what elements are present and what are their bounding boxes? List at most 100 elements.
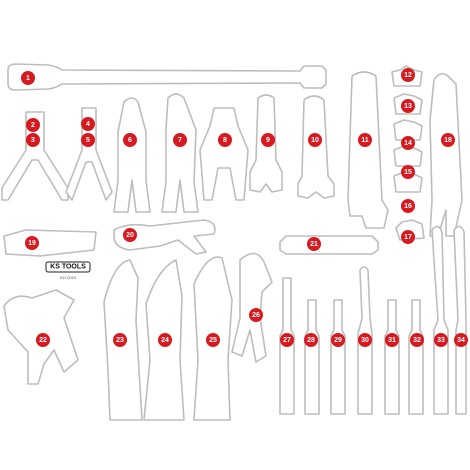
marker-dot <box>401 165 415 179</box>
position-marker-19: 19 <box>25 236 39 250</box>
cutout-1 <box>7 63 327 91</box>
marker-number: 9 <box>266 137 270 144</box>
marker-number: 12 <box>404 72 412 79</box>
position-marker-18: 18 <box>441 133 455 147</box>
marker-number: 22 <box>39 337 47 344</box>
marker-dot <box>123 133 137 147</box>
marker-number: 31 <box>388 337 396 344</box>
position-marker-34: 34 <box>454 333 468 347</box>
marker-number: 25 <box>209 337 217 344</box>
cutout-19 <box>3 229 97 257</box>
cutout-2-3 <box>1 111 69 201</box>
cutout-18 <box>429 72 463 237</box>
position-marker-7: 7 <box>173 133 187 147</box>
position-marker-21: 21 <box>307 237 321 251</box>
marker-number: 5 <box>86 137 90 144</box>
article-number: 911.0024 <box>60 275 77 280</box>
cutout-7 <box>161 93 199 213</box>
cutout-29 <box>330 299 346 415</box>
marker-dot <box>401 199 415 213</box>
position-marker-5: 5 <box>81 133 95 147</box>
cutout-11 <box>347 71 389 229</box>
cutout-28 <box>304 299 320 415</box>
cutout-34 <box>453 225 467 415</box>
position-marker-6: 6 <box>123 133 137 147</box>
marker-dot <box>401 136 415 150</box>
position-marker-15: 15 <box>401 165 415 179</box>
marker-dot <box>26 133 40 147</box>
marker-dot <box>25 236 39 250</box>
position-marker-16: 16 <box>401 199 415 213</box>
marker-dot <box>434 333 448 347</box>
marker-number: 1 <box>26 75 30 82</box>
marker-dot <box>249 308 263 322</box>
marker-dot <box>441 133 455 147</box>
marker-dot <box>401 230 415 244</box>
marker-dot <box>308 133 322 147</box>
position-marker-20: 20 <box>123 228 137 242</box>
marker-number: 11 <box>361 137 369 144</box>
marker-dot <box>331 333 345 347</box>
cutout-8 <box>199 107 249 201</box>
position-marker-14: 14 <box>401 136 415 150</box>
marker-dot <box>358 333 372 347</box>
marker-dot <box>123 228 137 242</box>
position-marker-23: 23 <box>113 333 127 347</box>
marker-dot <box>304 333 318 347</box>
marker-number: 15 <box>404 169 412 176</box>
marker-dot <box>401 99 415 113</box>
marker-dot <box>36 333 50 347</box>
position-marker-3: 3 <box>26 133 40 147</box>
position-marker-4: 4 <box>81 117 95 131</box>
marker-number: 16 <box>404 203 412 210</box>
marker-dot <box>158 333 172 347</box>
marker-number: 14 <box>404 140 412 147</box>
position-marker-27: 27 <box>280 333 294 347</box>
marker-number: 7 <box>178 137 182 144</box>
position-marker-12: 12 <box>401 68 415 82</box>
marker-dot <box>385 333 399 347</box>
marker-number: 27 <box>283 337 291 344</box>
position-marker-1: 1 <box>21 71 35 85</box>
position-marker-28: 28 <box>304 333 318 347</box>
marker-number: 32 <box>413 337 421 344</box>
cutout-10 <box>297 95 335 199</box>
marker-dot <box>81 117 95 131</box>
brand-logo: KS TOOLS 911.0024 <box>45 261 91 280</box>
marker-number: 28 <box>307 337 315 344</box>
position-marker-9: 9 <box>261 133 275 147</box>
cutout-20 <box>113 219 216 255</box>
cutout-32 <box>408 299 424 415</box>
position-marker-22: 22 <box>36 333 50 347</box>
marker-number: 3 <box>31 137 35 144</box>
cutout-33 <box>431 225 449 415</box>
position-marker-31: 31 <box>385 333 399 347</box>
marker-dot <box>401 68 415 82</box>
marker-number: 29 <box>334 337 342 344</box>
position-marker-24: 24 <box>158 333 172 347</box>
marker-number: 23 <box>116 337 124 344</box>
marker-number: 6 <box>128 137 132 144</box>
position-marker-30: 30 <box>358 333 372 347</box>
position-marker-33: 33 <box>434 333 448 347</box>
marker-dot <box>26 118 40 132</box>
position-marker-10: 10 <box>308 133 322 147</box>
cutout-31 <box>384 299 400 415</box>
marker-number: 19 <box>28 240 36 247</box>
marker-number: 34 <box>457 337 465 344</box>
marker-number: 33 <box>437 337 445 344</box>
cutout-6 <box>113 97 151 213</box>
marker-dot <box>21 71 35 85</box>
marker-number: 30 <box>361 337 369 344</box>
marker-dot <box>81 133 95 147</box>
marker-number: 26 <box>252 312 260 319</box>
cutout-14 <box>393 119 423 141</box>
marker-dot <box>454 333 468 347</box>
marker-number: 21 <box>310 241 318 248</box>
brand-logo-text: KS TOOLS <box>50 264 86 271</box>
marker-dot <box>113 333 127 347</box>
cutout-21 <box>279 235 379 255</box>
position-marker-29: 29 <box>331 333 345 347</box>
